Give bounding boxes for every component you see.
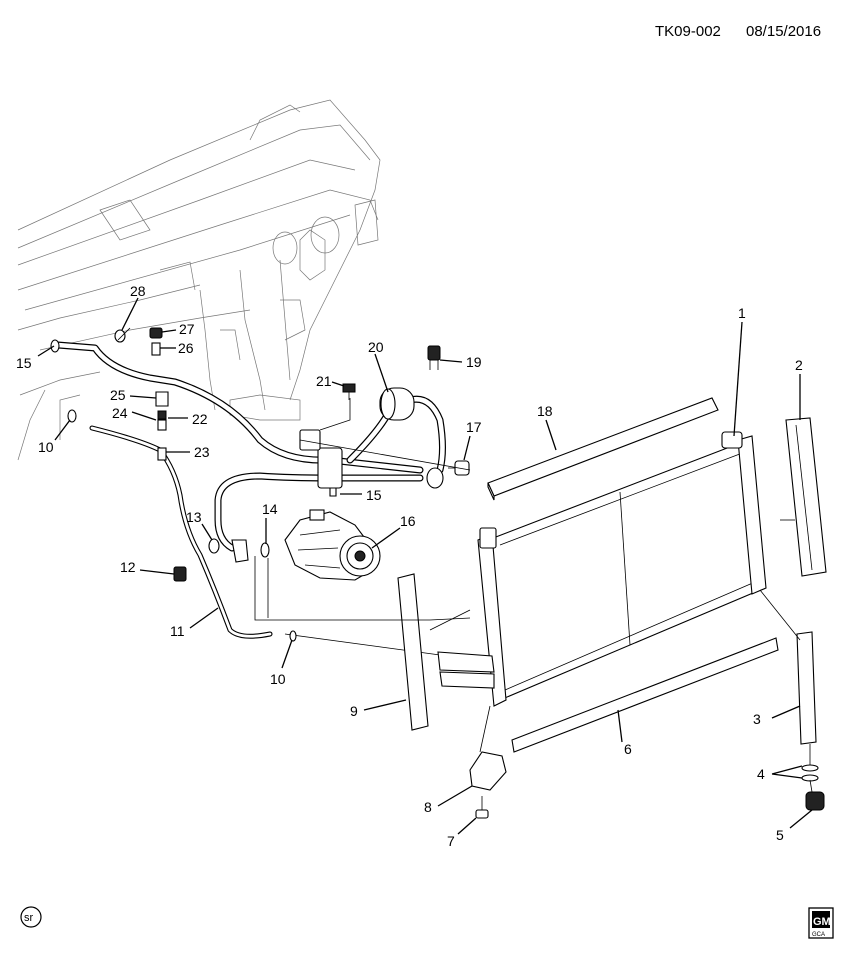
callout-10-upper: 10 <box>38 439 54 455</box>
callout-3: 3 <box>753 711 761 727</box>
callout-6: 6 <box>624 741 632 757</box>
callout-11: 11 <box>170 623 185 639</box>
bracket-part-8 <box>469 751 507 791</box>
bolt-part-7 <box>475 796 489 819</box>
valve-core-part-26 <box>151 342 161 356</box>
seal-part-22 <box>157 410 167 420</box>
sr-badge-text: sr <box>24 912 34 924</box>
callout-21: 21 <box>316 373 332 389</box>
callout-25: 25 <box>110 387 126 403</box>
valve-part-24 <box>157 419 167 431</box>
baffle-part-18 <box>487 397 719 501</box>
callout-27: 27 <box>179 321 195 337</box>
baffle-part-3 <box>796 631 817 745</box>
vehicle-front-structure <box>17 99 381 461</box>
diagram-id: TK09-002 <box>655 23 721 40</box>
callout-28: 28 <box>130 283 146 299</box>
seal-part-28 <box>114 329 126 343</box>
diagram-date: 08/15/2016 <box>746 23 821 40</box>
compressor-part-16 <box>284 509 381 581</box>
baffle-part-9 <box>397 573 429 731</box>
washer-part-4-upper <box>801 764 819 772</box>
callout-5: 5 <box>776 827 784 843</box>
callout-13: 13 <box>186 509 202 525</box>
callout-10-lower: 10 <box>270 671 286 687</box>
callout-15-right: 15 <box>366 487 382 503</box>
callout-19: 19 <box>466 354 482 370</box>
pressure-switch-part-19 <box>427 345 441 370</box>
nut-part-17 <box>448 460 470 476</box>
gm-logo-subtext: GCA <box>812 932 825 938</box>
cap-part-27 <box>149 327 163 339</box>
gm-logo: GM GCA <box>808 907 834 939</box>
bolt-part-21 <box>342 383 356 400</box>
callout-12: 12 <box>120 559 136 575</box>
seal-part-15-left <box>50 339 60 353</box>
sr-badge: sr <box>20 906 42 928</box>
insulator-part-5 <box>805 791 825 811</box>
callout-9: 9 <box>350 703 358 719</box>
condenser-part-1 <box>437 431 767 707</box>
callout-17: 17 <box>466 419 482 435</box>
callout-22: 22 <box>192 411 208 427</box>
valve-part-23 <box>157 447 167 461</box>
cap-part-25 <box>155 391 169 407</box>
callouts: 1 2 3 4 5 6 7 8 9 10 10 11 12 <box>16 283 813 849</box>
callout-7: 7 <box>447 833 455 849</box>
callout-1: 1 <box>738 305 746 321</box>
seal-part-10-upper <box>67 409 77 423</box>
callout-8: 8 <box>424 799 432 815</box>
callout-23: 23 <box>194 444 210 460</box>
seal-part-10-lower <box>289 630 297 642</box>
hose-manifold <box>299 429 444 489</box>
seal-part-15-right <box>329 487 337 497</box>
callout-4: 4 <box>757 766 765 782</box>
muffler-part-20 <box>379 387 415 421</box>
callout-15-left: 15 <box>16 355 32 371</box>
gm-logo-text: GM <box>813 916 831 928</box>
bracket-part-13 <box>208 538 249 563</box>
callout-18: 18 <box>537 403 553 419</box>
callout-2: 2 <box>795 357 803 373</box>
guide-lines <box>254 398 813 793</box>
seal-part-14 <box>260 542 270 558</box>
callout-20: 20 <box>368 339 384 355</box>
callout-24: 24 <box>112 405 128 421</box>
callout-14: 14 <box>262 501 278 517</box>
fittings-group <box>114 327 169 461</box>
baffle-part-6 <box>511 637 779 753</box>
callout-26: 26 <box>178 340 194 356</box>
baffle-part-2 <box>785 417 827 577</box>
callout-16: 16 <box>400 513 416 529</box>
connector-part-12 <box>173 566 187 582</box>
